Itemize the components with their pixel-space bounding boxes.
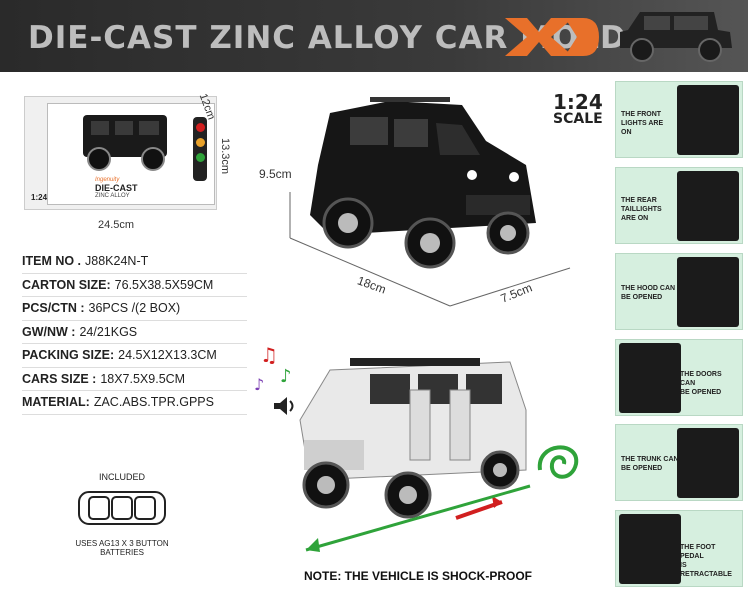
scale-label: 1:24 SCALE: [553, 92, 603, 126]
xd-brand-logo-icon: [505, 18, 599, 56]
boxed-car-icon: [83, 115, 167, 171]
rear-lights-image: [677, 171, 739, 241]
box-height-dim: 13.3cm: [219, 138, 231, 175]
box-width-dim: 24.5cm: [98, 219, 135, 231]
spec-row: ITEM NO .J88K24N-T: [22, 250, 247, 274]
scale-ratio: 1:24: [553, 90, 603, 114]
music-notes-icon: ♫ ♪ ♪: [254, 343, 292, 394]
battery-note-line1: USES AG13 X 3 BUTTON: [75, 539, 169, 548]
spec-row: MATERIAL:ZAC.ABS.TPR.GPPS: [22, 391, 247, 415]
included-label: INCLUDED: [98, 472, 145, 482]
box-logo-sub: Ingenuity: [95, 177, 120, 183]
svg-text:♫: ♫: [260, 343, 278, 367]
green-long-arrow-icon: [305, 484, 531, 552]
battery-holder-icon: [78, 491, 166, 525]
spec-table: ITEM NO .J88K24N-T CARTON SIZE:76.5X38.5…: [22, 250, 247, 415]
car-height-dim: 9.5cm: [259, 167, 292, 181]
spec-row: CARTON SIZE:76.5X38.5X59CM: [22, 274, 247, 297]
white-car-open-doors-image: [299, 358, 527, 519]
hood-open-image: [677, 257, 739, 327]
speaker-icon: [274, 397, 294, 415]
included-batteries: INCLUDED USES AG13 X 3 BUTTON BATTERIES: [72, 472, 172, 557]
doors-open-image: [619, 343, 681, 413]
svg-text:♪: ♪: [254, 375, 264, 394]
scale-word: SCALE: [553, 111, 603, 127]
dimension-lines: [289, 192, 571, 307]
packaging-box-image: Ingenuity DIE-CAST ZINC ALLOY 1:24: [24, 96, 217, 210]
battery-note-line2: BATTERIES: [100, 548, 144, 557]
front-lights-image: [677, 85, 739, 155]
spec-row: GW/NW :24/21KGS: [22, 321, 247, 344]
box-logo-material: ZINC ALLOY: [95, 193, 130, 199]
spec-row: CARS SIZE :18X7.5X9.5CM: [22, 368, 247, 391]
spec-row: PCS/CTN :36PCS /(2 BOX): [22, 297, 247, 321]
foot-pedal-image: [619, 514, 681, 584]
spec-row: PACKING SIZE:24.5X12X13.3CM: [22, 344, 247, 368]
svg-text:♪: ♪: [280, 366, 292, 387]
shock-proof-note: NOTE: THE VEHICLE IS SHOCK-PROOF: [304, 569, 533, 583]
motion-arrows-icon: [455, 445, 579, 520]
main-black-car-image: [310, 97, 536, 269]
box-logo-text: DIE-CAST: [95, 183, 138, 193]
jeep-silhouette-icon: [620, 12, 732, 62]
button-panel: [193, 117, 207, 181]
header-banner: DIE-CAST ZINC ALLOY CAR MOLD: [0, 0, 748, 72]
trunk-open-image: [677, 428, 739, 498]
box-scale: 1:24: [31, 193, 48, 202]
